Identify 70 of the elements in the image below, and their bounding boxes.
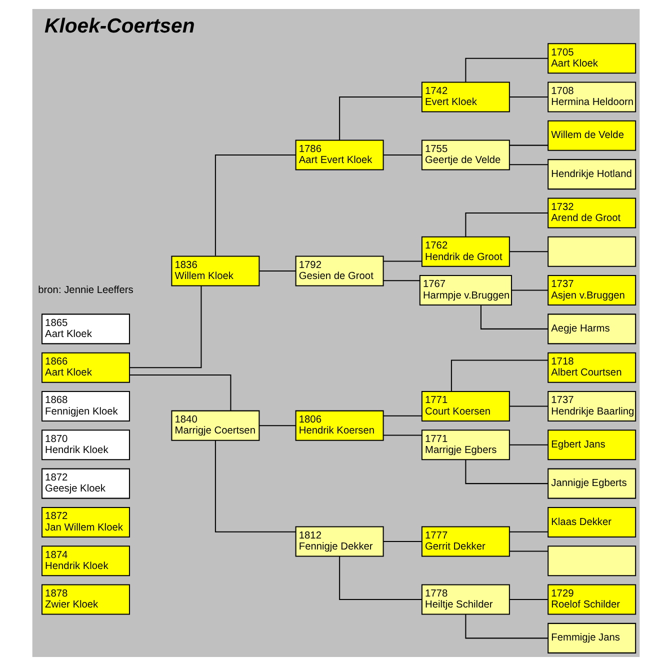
connector <box>383 154 422 155</box>
node-box: 1771 Marrigje Egbers <box>421 429 510 460</box>
node-box: 1771 Court Koersen <box>421 390 510 421</box>
connector <box>383 280 420 281</box>
node-box: 1762 Hendrik de Groot <box>421 236 510 266</box>
connector <box>509 250 548 252</box>
node-box: 1767 Harmpje v.Bruggen <box>419 274 512 306</box>
connector <box>450 359 548 391</box>
node-box <box>548 236 636 266</box>
node-box: 1836 Willem Kloek <box>171 255 260 286</box>
node-box: Femmigje Jans <box>548 622 636 653</box>
connector <box>465 212 548 236</box>
connector <box>509 598 548 600</box>
connector <box>465 459 548 484</box>
connector <box>383 434 422 436</box>
connector <box>480 304 548 329</box>
node-box: 1872 Geesje Kloek <box>42 468 130 498</box>
node-box: Hendrikje Hotland <box>548 158 636 190</box>
node-box: 1718 Albert Courtsen <box>548 352 636 382</box>
connector <box>214 440 296 532</box>
connector <box>259 424 296 426</box>
node-box: Klaas Dekker <box>548 506 636 537</box>
node-box: 1865 Aart Kloek <box>42 313 130 344</box>
connector <box>509 96 548 97</box>
node-box: 1840 Marrigje Coertsen <box>171 410 260 440</box>
node-box: 1874 Hendrik Kloek <box>42 545 130 576</box>
connector <box>214 154 296 256</box>
node-box: 1705 Aart Kloek <box>548 42 636 74</box>
node-box: 1777 Gerrit Dekker <box>421 526 510 556</box>
node-box: Aegje Harms <box>548 313 636 344</box>
connector <box>465 57 548 82</box>
node-box: 1806 Hendrik Koersen <box>295 410 384 440</box>
connector <box>465 614 548 638</box>
node-box: 1742 Evert Kloek <box>421 81 510 112</box>
connector <box>509 164 548 165</box>
node-box: 1786 Aart Evert Kloek <box>295 139 384 170</box>
node-box: 1737 Hendrikje Baarling <box>548 390 636 421</box>
node-box: 1878 Zwier Kloek <box>42 584 130 614</box>
connector <box>512 289 548 290</box>
connector <box>383 414 422 416</box>
node-box: Egbert Jans <box>548 429 636 460</box>
node-box: 1872 Jan Willem Kloek <box>42 506 130 537</box>
connector <box>383 260 422 262</box>
connector <box>130 374 232 410</box>
connector <box>339 96 422 140</box>
connector <box>509 144 548 146</box>
connector <box>130 286 202 368</box>
node-box <box>548 545 636 576</box>
connector <box>509 405 548 406</box>
node-box: Willem de Velde <box>548 120 636 150</box>
node-box: 1737 Asjen v.Bruggen <box>548 274 636 306</box>
connector <box>509 550 548 552</box>
label: bron: Jennie Leeffers <box>38 284 134 296</box>
node-box: 1708 Hermina Heldoorn <box>548 81 636 112</box>
node-box: 1732 Arend de Groot <box>548 197 636 228</box>
connector <box>509 530 548 532</box>
node-box: 1792 Gesien de Groot <box>295 255 384 286</box>
node-box: 1868 Fennigjen Kloek <box>42 390 130 421</box>
node-box: Jannigje Egberts <box>548 468 636 498</box>
connector <box>509 444 548 445</box>
node-box: 1866 Aart Kloek <box>42 352 130 382</box>
connector <box>339 556 422 600</box>
node-box: 1729 Roelof Schilder <box>548 584 636 614</box>
node-box: 1870 Hendrik Kloek <box>42 429 130 460</box>
connector <box>383 540 422 542</box>
node-box: 1778 Heiltje Schilder <box>421 584 510 614</box>
diagram-title: Kloek-Coertsen <box>44 14 195 37</box>
node-box: 1755 Geertje de Velde <box>421 139 510 170</box>
connector <box>259 270 296 271</box>
node-box: 1812 Fennigje Dekker <box>295 526 384 556</box>
